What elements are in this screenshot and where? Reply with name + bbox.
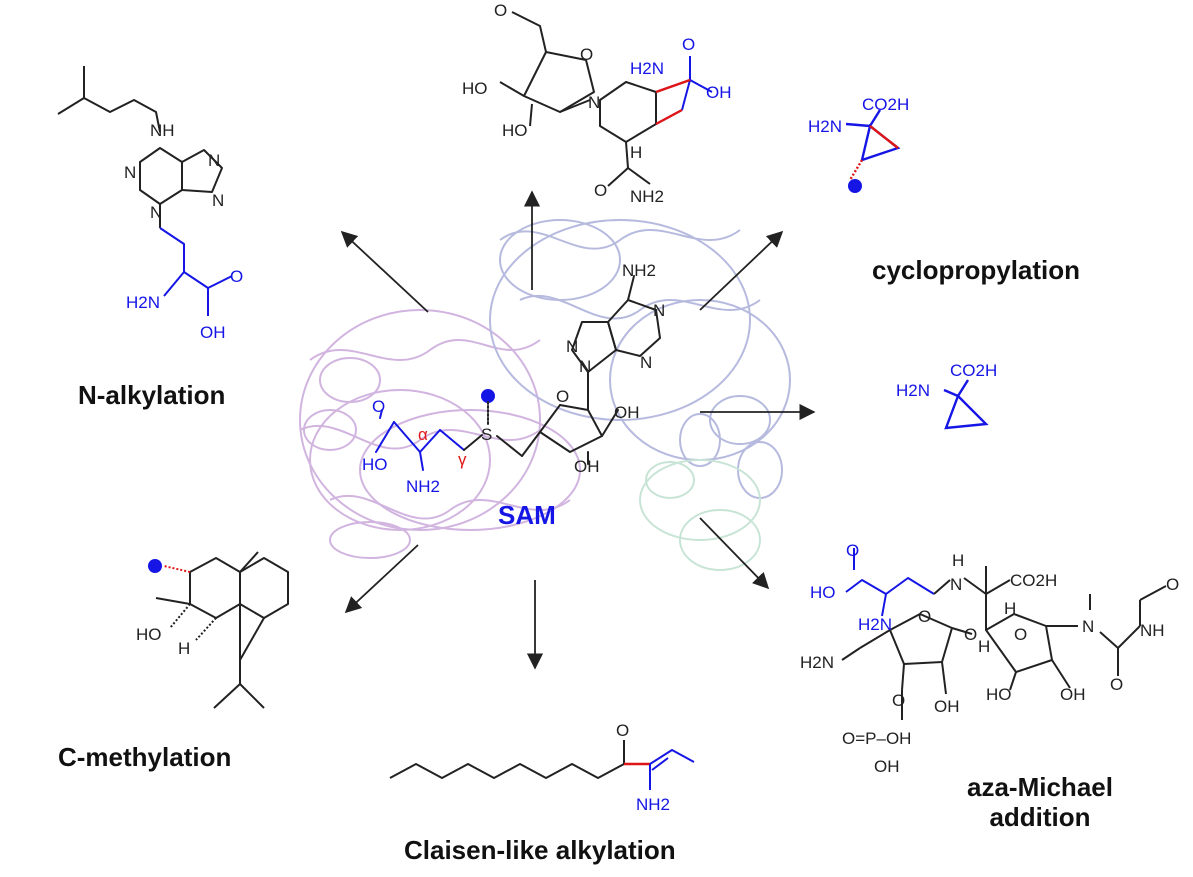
label-aza-michael-line1: aza-Michael (967, 772, 1113, 802)
n-alkylation-atoms: NH N N N N O OH H2N (124, 121, 243, 342)
svg-text:OH: OH (200, 323, 226, 342)
svg-text:OH: OH (706, 83, 732, 102)
arrow-n-alkylation (340, 230, 429, 313)
svg-text:OH: OH (874, 757, 900, 776)
svg-text:NH2: NH2 (630, 187, 664, 206)
svg-text:S: S (481, 425, 492, 444)
svg-text:N: N (653, 301, 665, 320)
svg-text:H2N: H2N (858, 615, 892, 634)
svg-text:H2N: H2N (126, 293, 160, 312)
aza-michael-structure (841, 548, 1167, 720)
label-n-alkylation: N-alkylation (78, 380, 226, 410)
svg-text:H: H (1004, 599, 1016, 618)
svg-text:N: N (640, 353, 652, 372)
svg-text:HO: HO (502, 121, 528, 140)
svg-text:H2N: H2N (800, 653, 834, 672)
label-cyclopropylation: cyclopropylation (872, 255, 1081, 285)
svg-text:N: N (150, 203, 162, 222)
svg-text:O: O (1014, 625, 1027, 644)
svg-text:O: O (892, 691, 905, 710)
claisen-atoms: O NH2 (616, 721, 670, 814)
svg-text:H: H (630, 143, 642, 162)
svg-text:O: O (494, 1, 507, 20)
svg-text:H2N: H2N (896, 381, 930, 400)
n-alkylation-structure (57, 66, 233, 316)
svg-text:N: N (566, 337, 578, 356)
svg-text:H: H (178, 639, 190, 658)
svg-text:O: O (918, 607, 931, 626)
svg-text:O: O (594, 181, 607, 200)
svg-text:O: O (1166, 575, 1179, 594)
svg-text:α: α (418, 425, 428, 444)
svg-text:O: O (1110, 675, 1123, 694)
reaction-arrows (340, 190, 816, 670)
svg-text:O: O (580, 45, 593, 64)
claisen-structure (389, 740, 695, 790)
svg-text:O: O (230, 267, 243, 286)
svg-text:NH: NH (150, 121, 175, 140)
svg-text:OH: OH (574, 457, 600, 476)
sam-structure (375, 275, 661, 471)
arrow-cyclopropylation (699, 230, 784, 311)
svg-text:CO2H: CO2H (862, 95, 909, 114)
svg-text:NH2: NH2 (406, 477, 440, 496)
svg-text:N: N (588, 93, 600, 112)
svg-text:HO: HO (810, 583, 836, 602)
svg-text:HO: HO (136, 625, 162, 644)
arrow-aza-michael (699, 517, 770, 590)
top-product-atoms: O O HO HO N H O NH2 H2N O OH (462, 1, 732, 206)
c-methylation-atoms: HO H (136, 625, 190, 658)
svg-text:O: O (556, 387, 569, 406)
svg-text:H2N: H2N (808, 117, 842, 136)
label-claisen-like-alkylation: Claisen-like alkylation (404, 835, 676, 865)
svg-text:N: N (124, 163, 136, 182)
svg-text:O: O (846, 541, 859, 560)
svg-text:O: O (616, 721, 629, 740)
svg-text:O=P–OH: O=P–OH (842, 729, 911, 748)
svg-text:CO2H: CO2H (950, 361, 997, 380)
svg-text:H: H (978, 637, 990, 656)
svg-text:N: N (212, 191, 224, 210)
label-aza-michael-addition: aza-Michael addition (950, 772, 1130, 832)
svg-text:O: O (372, 397, 385, 416)
svg-text:NH2: NH2 (636, 795, 670, 814)
svg-text:N: N (950, 575, 962, 594)
svg-text:N: N (208, 151, 220, 170)
svg-text:N: N (1082, 617, 1094, 636)
methyl-dot (148, 559, 162, 573)
label-c-methylation: C-methylation (58, 742, 232, 772)
svg-text:N: N (579, 357, 591, 376)
aza-michael-atoms: O HO H2N N H CO2H H O H N O NH O O O H2N… (800, 541, 1179, 776)
svg-text:NH: NH (1140, 621, 1165, 640)
protein-ribbon-background (299, 219, 791, 571)
svg-text:O: O (964, 625, 977, 644)
cyclopropane-structure (943, 379, 989, 430)
svg-text:CO2H: CO2H (1010, 571, 1057, 590)
arrow-c-methylation (344, 544, 419, 614)
cyclopropylation-structure (845, 109, 901, 193)
cyclopropane-atoms: CO2H H2N (896, 361, 997, 400)
label-aza-michael-line2: addition (989, 802, 1091, 832)
sam-label: SAM (498, 500, 556, 530)
svg-text:OH: OH (1060, 685, 1086, 704)
sam-atoms: HO O NH2 α γ S O OH OH N N N N NH2 (362, 261, 665, 496)
svg-text:HO: HO (462, 79, 488, 98)
c-methylation-structure (155, 551, 289, 709)
svg-text:HO: HO (362, 455, 388, 474)
svg-text:NH2: NH2 (622, 261, 656, 280)
svg-text:γ: γ (458, 450, 467, 469)
svg-text:OH: OH (614, 403, 640, 422)
svg-text:O: O (682, 35, 695, 54)
svg-text:H: H (952, 551, 964, 570)
svg-text:OH: OH (934, 697, 960, 716)
cyclopropylation-atoms: CO2H H2N (808, 95, 909, 136)
svg-text:HO: HO (986, 685, 1012, 704)
svg-text:H2N: H2N (630, 59, 664, 78)
top-product-structure (499, 11, 713, 187)
